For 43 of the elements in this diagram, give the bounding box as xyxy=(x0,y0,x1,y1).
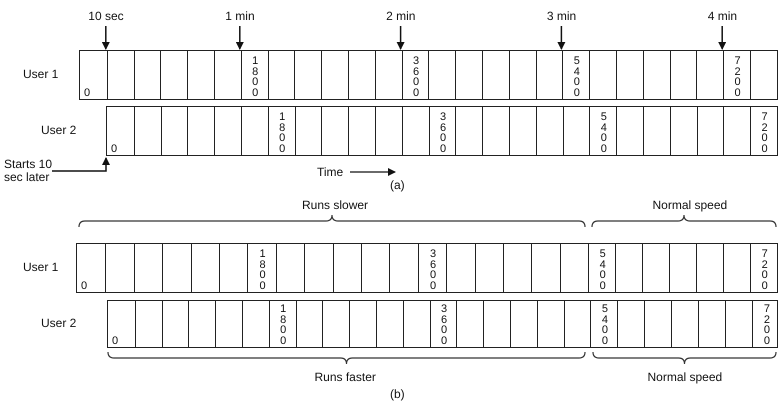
frame-number: 1800 xyxy=(258,249,267,291)
brace-label: Runs slower xyxy=(302,198,368,212)
brace-label: Normal speed xyxy=(652,198,728,212)
leader-arrow xyxy=(718,26,726,50)
frame-number: 7200 xyxy=(762,304,771,346)
time-label: 10 sec xyxy=(88,9,124,23)
row-label: User 1 xyxy=(23,67,58,81)
frame-number: 0 xyxy=(80,280,88,291)
frame-number: 5400 xyxy=(600,304,609,346)
time-label: 1 min xyxy=(225,9,255,23)
frame-number: 1800 xyxy=(279,304,288,346)
frame-number: 3600 xyxy=(439,112,447,154)
frame-number: 0 xyxy=(110,144,118,154)
brace-label: Runs faster xyxy=(314,370,376,384)
frame-number: 3600 xyxy=(429,249,437,291)
row-label: User 2 xyxy=(41,123,76,137)
leader-arrow xyxy=(102,26,110,50)
frame-number: 0 xyxy=(111,336,119,346)
brace-label: Normal speed xyxy=(648,370,722,384)
panel-label: (a) xyxy=(390,178,405,192)
leader-arrow xyxy=(52,157,110,172)
leader-arrow xyxy=(396,26,405,50)
axis-label: Time xyxy=(317,165,344,179)
leader-arrow xyxy=(236,26,244,50)
time-label: 4 min xyxy=(708,9,738,23)
panel-label: (b) xyxy=(390,387,405,401)
time-label: 2 min xyxy=(386,9,416,23)
time-label: 3 min xyxy=(546,9,576,23)
frame-number: 3600 xyxy=(440,304,448,346)
frame-number: 5400 xyxy=(598,249,607,291)
note-text: Starts 10 sec later xyxy=(4,158,58,184)
frame-number: 3600 xyxy=(412,56,420,98)
frame-number: 5400 xyxy=(572,56,581,98)
frame-number: 5400 xyxy=(600,112,608,154)
frame-number: 7200 xyxy=(760,112,769,154)
frame-number: 1800 xyxy=(278,112,286,154)
row-label: User 1 xyxy=(23,260,58,274)
frame-number: 7200 xyxy=(734,56,742,98)
frame-number: 1800 xyxy=(251,56,260,98)
frame-number: 0 xyxy=(83,88,91,98)
leader-arrow xyxy=(557,26,566,50)
row-label: User 2 xyxy=(41,316,76,330)
frame-number: 7200 xyxy=(760,249,769,291)
